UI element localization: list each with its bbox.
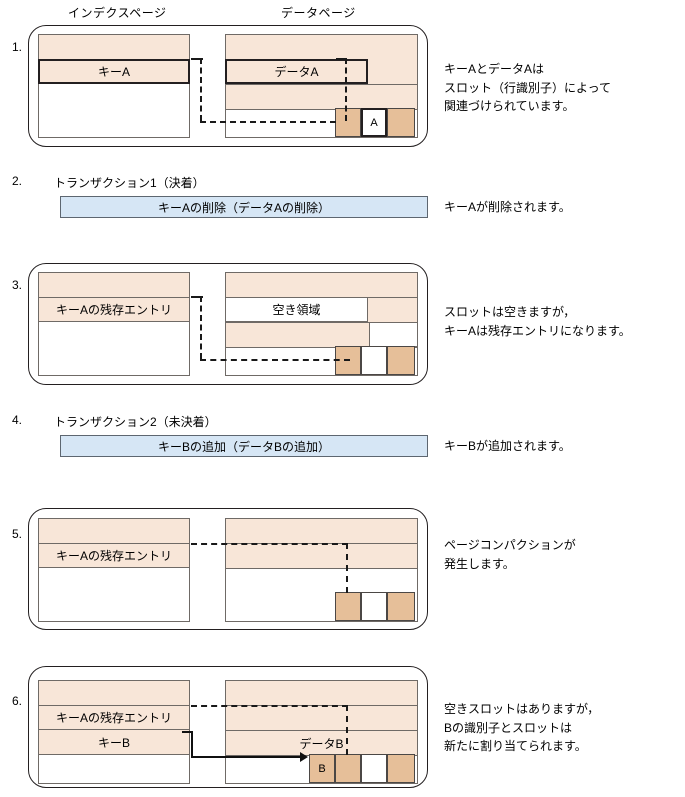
index-entry-key-a: キーA [38,59,190,84]
step-1-slot-tick-right [336,58,347,61]
transaction-1-bar[interactable]: キーAの削除（データAの削除） [60,196,428,218]
step-5-index-page-block: キーAの残存エントリ [38,518,190,622]
caption-step-1: キーAとデータAは スロット（行識別子）によって 関連づけられています。 [444,62,612,114]
step-1-slot-row: A [335,108,415,137]
slot-cell-freed-a [361,346,387,375]
step-3-index-page-block: キーAの残存エントリ [38,272,190,376]
step-6-residual-hline [191,705,348,707]
data-header-band [226,273,417,297]
index-entry-residual-a: キーAの残存エントリ [39,705,189,730]
data-record-free-area: 空き領域 [225,297,368,322]
data-header-band [226,35,417,59]
index-header-band [39,519,189,543]
slot-cell-empty-2 [387,346,415,375]
step-5-data-page-block [225,518,418,622]
caption-step-4: キーBが追加されます。 [444,439,571,453]
step-number-6: 6. [12,694,23,708]
caption-step-6: 空きスロットはありますが， Bの識別子とスロットは 新たに割り当てられます。 [444,702,600,754]
step-number-4: 4. [12,413,23,427]
slot-cell-empty-2 [387,592,415,621]
step-1-key-hline [200,121,336,123]
slot-cell-b: B [309,754,335,783]
index-free-space [39,568,189,621]
step-5-key-vline [346,543,348,593]
step-number-2: 2. [12,174,23,188]
slot-cell-freed-a [361,754,387,783]
transaction-1-label: トランザクション1（決着） [54,176,205,190]
data-row-band-2 [226,705,417,730]
slot-cell-empty-2 [387,754,415,783]
data-row-band-3 [226,84,417,109]
transaction-2-label: トランザクション2（未決着） [54,415,217,429]
slot-cell-empty-1 [335,754,361,783]
slot-cell-empty-1 [335,592,361,621]
index-header-band [39,35,189,59]
data-header-band [226,519,417,543]
caption-step-5: ページコンパクションが 発生します。 [444,538,576,571]
step-number-5: 5. [12,527,23,541]
transaction-2-bar[interactable]: キーBの追加（データBの追加） [60,435,428,457]
data-row-band-2 [226,543,417,568]
index-free-space [39,755,189,783]
index-free-space [39,84,189,137]
step-6-residual-vline [346,705,348,755]
step-3-slot-row [335,346,415,375]
step-5-key-hline [191,543,348,545]
slot-cell-a: A [361,108,387,137]
data-record-data-a: データA [225,59,368,84]
step-5-slot-row [335,592,415,621]
index-free-space [39,322,189,375]
data-header-band [226,681,417,705]
column-header-index-page: インデクスページ [68,6,167,20]
data-record-data-b: データB [226,730,417,755]
step-6-keyb-vline [191,731,194,758]
step-6-data-page-block: データB B [225,680,418,784]
step-1-data-page-block: データA A [225,34,418,138]
step-1-key-tick [191,58,203,61]
slot-cell-empty-1 [335,108,361,137]
column-header-data-page: データページ [281,6,356,20]
step-3-key-tick [191,296,203,299]
step-1-key-vline [200,58,202,121]
index-header-band [39,273,189,297]
step-6-index-page-block: キーAの残存エントリ キーB [38,680,190,784]
step-number-1: 1. [12,40,23,54]
step-3-key-hline [200,359,350,361]
step-3-data-page-block: 空き領域 [225,272,418,376]
index-entry-residual-a: キーAの残存エントリ [39,297,189,322]
caption-step-2: キーAが削除されます。 [444,200,571,214]
caption-step-3: スロットは空きますが， キーAは残存エントリになります。 [444,305,631,338]
step-number-3: 3. [12,278,23,292]
index-entry-residual-a: キーAの残存エントリ [39,543,189,568]
slot-cell-freed-a [361,592,387,621]
step-1-slot-vline [345,58,347,121]
slot-cell-empty-2 [387,108,415,137]
step-3-key-vline [200,296,202,359]
step-6-keyb-arrowhead [300,752,308,762]
step-6-slot-row: B [309,754,415,783]
step-6-keyb-hline-top [182,731,193,734]
step-6-keyb-hline [191,756,301,759]
step-1-index-page-block: キーA [38,34,190,138]
index-header-band [39,681,189,705]
data-row-band-3-white [369,322,418,347]
index-entry-key-b: キーB [39,730,189,755]
